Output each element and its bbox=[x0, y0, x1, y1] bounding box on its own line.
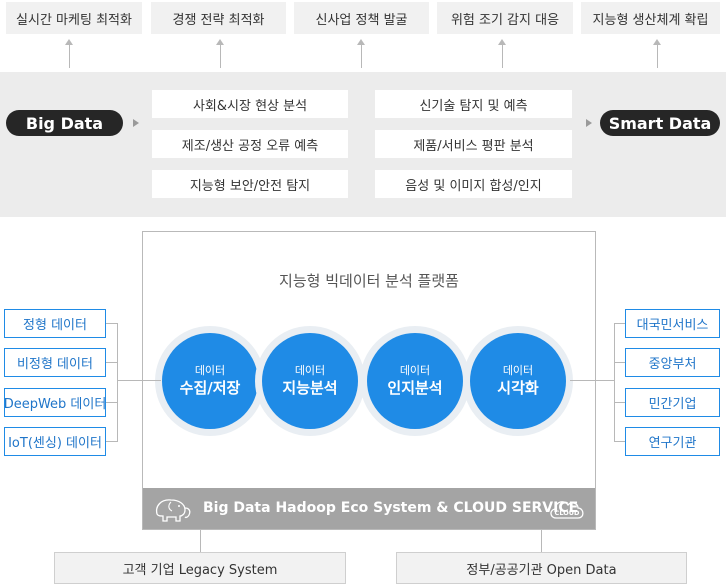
consumer-connector bbox=[614, 441, 625, 442]
hadoop-elephant-icon bbox=[155, 499, 191, 522]
flow-line bbox=[165, 380, 568, 381]
step-intelligent-analysis: 데이터 지능분석 bbox=[262, 333, 358, 429]
goal-connector bbox=[69, 44, 70, 68]
step-large-label: 지능분석 bbox=[282, 379, 338, 397]
source-connector bbox=[106, 323, 117, 324]
big-data-pill: Big Data bbox=[6, 110, 123, 136]
step-large-label: 인지분석 bbox=[387, 379, 443, 397]
arrow-right-icon bbox=[133, 119, 139, 127]
arrow-right-icon bbox=[586, 119, 592, 127]
eco-system-bar: Big Data Hadoop Eco System & CLOUD SERVI… bbox=[143, 488, 595, 529]
goal-box-2: 경쟁 전략 최적화 bbox=[151, 2, 286, 34]
source-connector bbox=[106, 362, 117, 363]
goal-connector bbox=[657, 44, 658, 68]
step-cognitive-analysis: 데이터 인지분석 bbox=[367, 333, 463, 429]
step-small-label: 데이터 bbox=[502, 364, 534, 377]
cloud-icon: CLOUD bbox=[550, 501, 584, 519]
goal-box-1: 실시간 마케팅 최적화 bbox=[6, 2, 142, 34]
step-small-label: 데이터 bbox=[399, 364, 431, 377]
legacy-connector bbox=[200, 530, 201, 552]
step-small-label: 데이터 bbox=[294, 364, 326, 377]
goal-box-5: 지능형 생산체계 확립 bbox=[581, 2, 720, 34]
step-visualization: 데이터 시각화 bbox=[470, 333, 566, 429]
consumer-connector bbox=[614, 323, 625, 324]
analysis-item: 제품/서비스 평판 분석 bbox=[375, 130, 572, 158]
source-connector bbox=[106, 441, 117, 442]
goal-connector bbox=[220, 44, 221, 68]
source-bracket bbox=[117, 323, 118, 442]
consumer-research-institute: 연구기관 bbox=[625, 427, 720, 456]
arrow-up-icon bbox=[65, 39, 73, 45]
analysis-item: 사회&시장 현상 분석 bbox=[152, 90, 348, 118]
analysis-band bbox=[0, 72, 726, 217]
cloud-icon-label: CLOUD bbox=[555, 509, 580, 517]
consumer-private-company: 민간기업 bbox=[625, 388, 720, 417]
eco-system-label: Big Data Hadoop Eco System & CLOUD SERVI… bbox=[203, 500, 579, 516]
arrow-up-icon bbox=[357, 39, 365, 45]
consumer-bracket bbox=[614, 323, 615, 442]
step-collect-store: 데이터 수집/저장 bbox=[162, 333, 258, 429]
step-small-label: 데이터 bbox=[194, 364, 226, 377]
arrow-up-icon bbox=[498, 39, 506, 45]
analysis-item: 제조/생산 공정 오류 예측 bbox=[152, 130, 348, 158]
consumer-connector bbox=[614, 402, 625, 403]
open-data-box: 정부/공공기관 Open Data bbox=[396, 552, 687, 584]
analysis-item: 음성 및 이미지 합성/인지 bbox=[375, 170, 572, 198]
source-unstructured-data: 비정형 데이터 bbox=[4, 348, 106, 377]
source-deepweb-data: DeepWeb 데이터 bbox=[4, 388, 106, 417]
consumer-central-ministry: 중앙부처 bbox=[625, 348, 720, 377]
consumer-connector bbox=[614, 362, 625, 363]
step-large-label: 시각화 bbox=[497, 379, 539, 397]
step-large-label: 수집/저장 bbox=[179, 379, 241, 397]
source-connector bbox=[106, 402, 117, 403]
consumer-link bbox=[570, 380, 614, 381]
legacy-system-box: 고객 기업 Legacy System bbox=[54, 552, 346, 584]
platform-title: 지능형 빅데이터 분석 플랫폼 bbox=[279, 272, 459, 290]
goal-connector bbox=[502, 44, 503, 68]
arrow-up-icon bbox=[216, 39, 224, 45]
source-iot-data: IoT(센싱) 데이터 bbox=[4, 427, 106, 456]
consumer-public-service: 대국민서비스 bbox=[625, 309, 720, 338]
open-data-connector bbox=[541, 530, 542, 552]
source-link bbox=[117, 380, 161, 381]
goal-box-4: 위험 조기 감지 대응 bbox=[437, 2, 573, 34]
arrow-up-icon bbox=[653, 39, 661, 45]
goal-connector bbox=[361, 44, 362, 68]
smart-data-pill: Smart Data bbox=[600, 110, 720, 136]
analysis-item: 신기술 탐지 및 예측 bbox=[375, 90, 572, 118]
source-structured-data: 정형 데이터 bbox=[4, 309, 106, 338]
goal-box-3: 신사업 정책 발굴 bbox=[294, 2, 429, 34]
analysis-item: 지능형 보안/안전 탐지 bbox=[152, 170, 348, 198]
